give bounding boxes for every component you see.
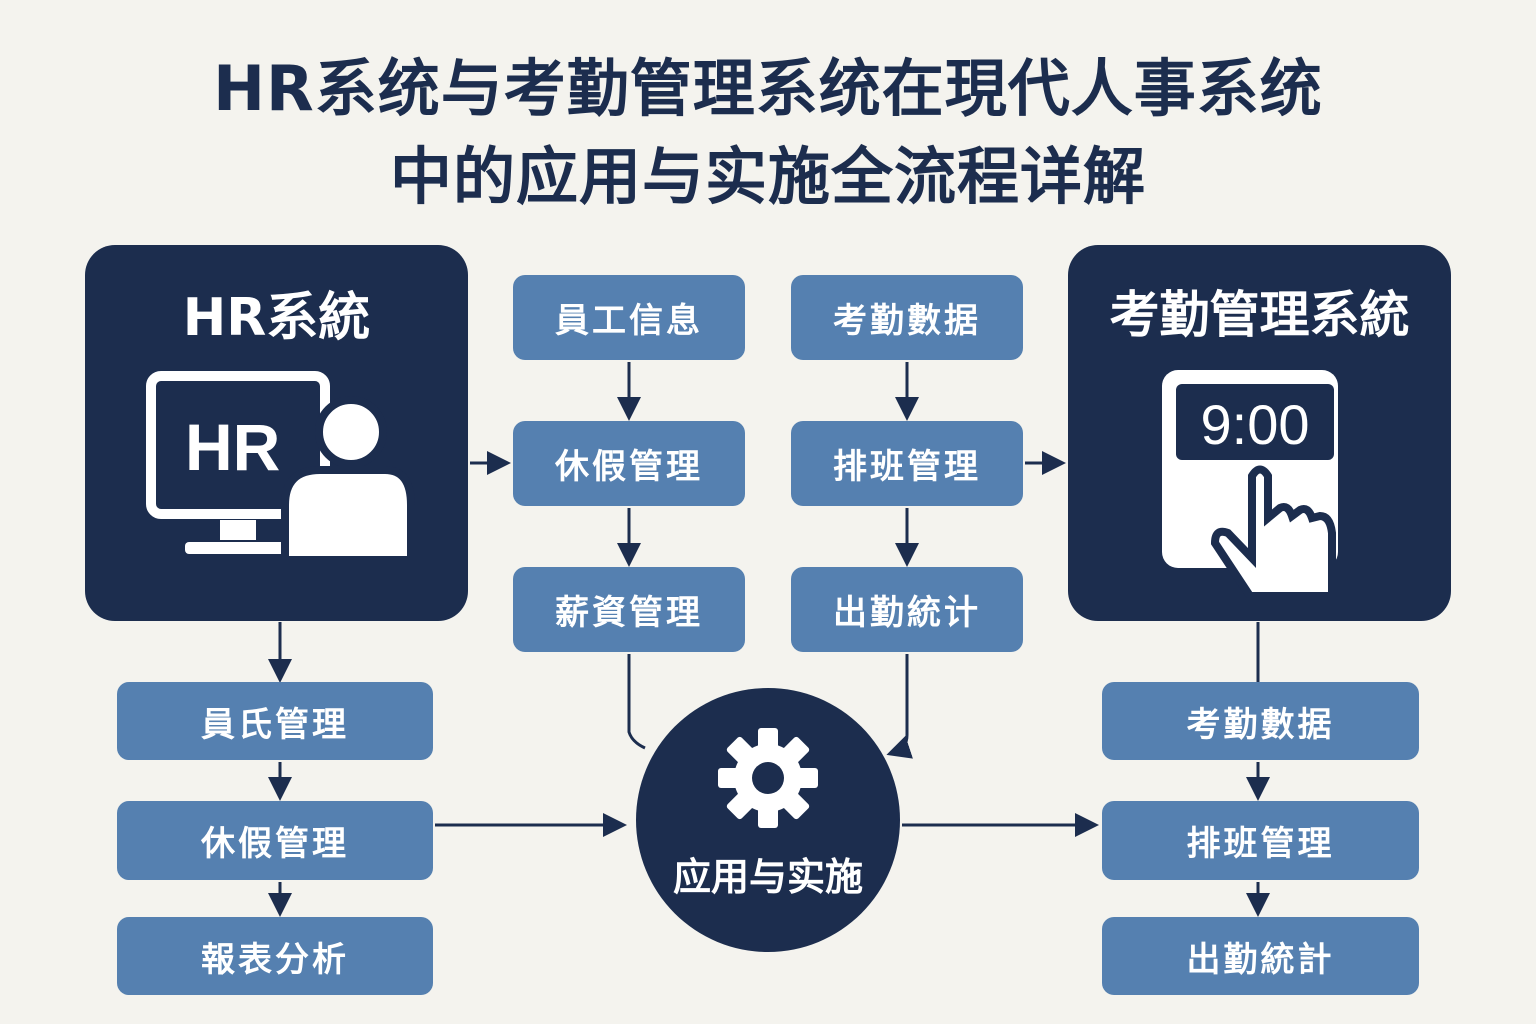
hr-system-heading: HR系統 [182, 288, 371, 348]
title-line-1: HR系统与考勤管理系统在現代人事系统 [213, 52, 1323, 125]
title-line-2: 中的应用与实施全流程详解 [389, 140, 1146, 213]
staff-management-box: 員氏管理 [117, 682, 433, 760]
attendance-system-heading: 考勤管理系統 [1109, 286, 1410, 344]
hr-icon-text: HR [185, 410, 280, 484]
time-clock-touch-icon: 9:00 [1162, 370, 1338, 598]
clock-time: 9:00 [1201, 393, 1310, 456]
attendance-stats-box-lower: 出勤統計 [1102, 917, 1419, 995]
payroll-management-box: 薪資管理 [513, 567, 745, 652]
report-analysis-box: 報表分析 [117, 917, 433, 995]
gear-icon [718, 728, 818, 828]
shift-scheduling-box-lower: 排班管理 [1102, 801, 1419, 880]
hr-computer-user-icon: HR [146, 371, 415, 560]
leave-management-box-lower: 休假管理 [117, 801, 433, 880]
attendance-system-panel: 考勤管理系統 9:00 [1068, 245, 1451, 621]
employee-info-box: 員工信息 [513, 275, 745, 360]
shift-scheduling-box: 排班管理 [791, 421, 1023, 506]
hub-label: 应用与实施 [672, 855, 863, 899]
hr-system-panel: HR系統 HR [85, 245, 468, 621]
attendance-stats-box: 出勤統计 [791, 567, 1023, 652]
attendance-data-box-lower: 考勤數据 [1102, 682, 1419, 760]
application-implementation-hub: 应用与实施 [636, 688, 900, 952]
leave-management-box: 休假管理 [513, 421, 745, 506]
attendance-data-box: 考勤數据 [791, 275, 1023, 360]
